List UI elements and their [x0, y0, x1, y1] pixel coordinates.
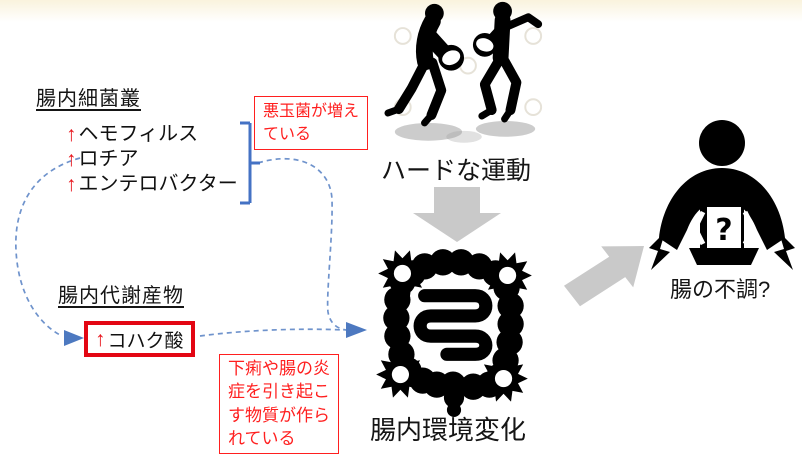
rugby-player-right	[472, 1, 543, 123]
gut-change-caption: 腸内環境変化	[370, 415, 527, 445]
dashed-line-succinate-to-gut	[199, 328, 345, 337]
background-tint	[0, 0, 802, 22]
callout-line: す物質が作ら	[228, 405, 330, 425]
intestine-with-germs-icon	[376, 249, 532, 417]
rugby-players-icon	[384, 1, 543, 143]
down-block-arrow-icon	[413, 187, 501, 242]
watermark-icon	[393, 27, 543, 117]
up-arrow-icon: ↑	[66, 123, 77, 146]
callout-line: 症を引き起こ	[228, 382, 330, 402]
metabolite-name: コハク酸	[107, 330, 184, 352]
arrowhead-into-succinate	[64, 330, 84, 346]
up-arrow-icon: ↑	[95, 327, 106, 351]
bacteria-name: ロチア	[78, 148, 139, 170]
up-arrow-icon: ↑	[66, 173, 77, 196]
person-head	[699, 120, 745, 166]
small-intestine-squiggle	[413, 289, 493, 361]
list-item: ↑ ロチア	[66, 147, 238, 172]
outcome-caption: 腸の不調?	[670, 277, 771, 302]
rugby-player-left	[384, 3, 465, 127]
person-stomach-ache-icon: ?	[649, 120, 795, 270]
bad-bacteria-callout: 悪玉菌が増え ている	[254, 96, 369, 151]
diarrhea-callout: 下痢や腸の炎 症を引き起こ す物質が作ら れている	[219, 354, 339, 454]
bacteria-name: ヘモフィルス	[78, 123, 199, 145]
bracket-icon	[240, 121, 260, 205]
lightning-bolt-icon	[649, 232, 670, 270]
list-item: ↑ エンテロバクター	[66, 172, 238, 197]
up-arrow-icon: ↑	[66, 148, 77, 171]
chevron-right	[742, 210, 756, 246]
person-hips	[689, 248, 759, 265]
belly-panel	[707, 207, 741, 252]
person-arms	[659, 168, 785, 250]
succinate-highlight-box: ↑ コハク酸	[84, 321, 195, 357]
player-shadows	[394, 120, 536, 143]
dashed-curve-bracket-to-gut	[257, 158, 347, 331]
exercise-caption: ハードな運動	[381, 157, 532, 185]
callout-line: ている	[263, 126, 312, 144]
question-mark: ?	[715, 213, 732, 248]
metabolite-heading: 腸内代謝産物	[58, 285, 184, 307]
bacteria-name: エンテロバクター	[78, 173, 238, 195]
colon-frame	[383, 249, 524, 417]
callout-line: れている	[228, 429, 296, 449]
bacteria-heading: 腸内細菌叢	[36, 88, 141, 110]
diagonal-block-arrow-icon	[564, 246, 644, 307]
callout-line: 悪玉菌が増え	[263, 103, 360, 120]
chevron-left	[692, 210, 706, 246]
lightning-bolt-icon	[774, 232, 795, 270]
list-item: ↑ ヘモフィルス	[66, 122, 238, 147]
bacteria-list: ↑ ヘモフィルス ↑ ロチア ↑ エンテロバクター	[66, 122, 238, 197]
callout-line: 下痢や腸の炎	[228, 359, 330, 378]
